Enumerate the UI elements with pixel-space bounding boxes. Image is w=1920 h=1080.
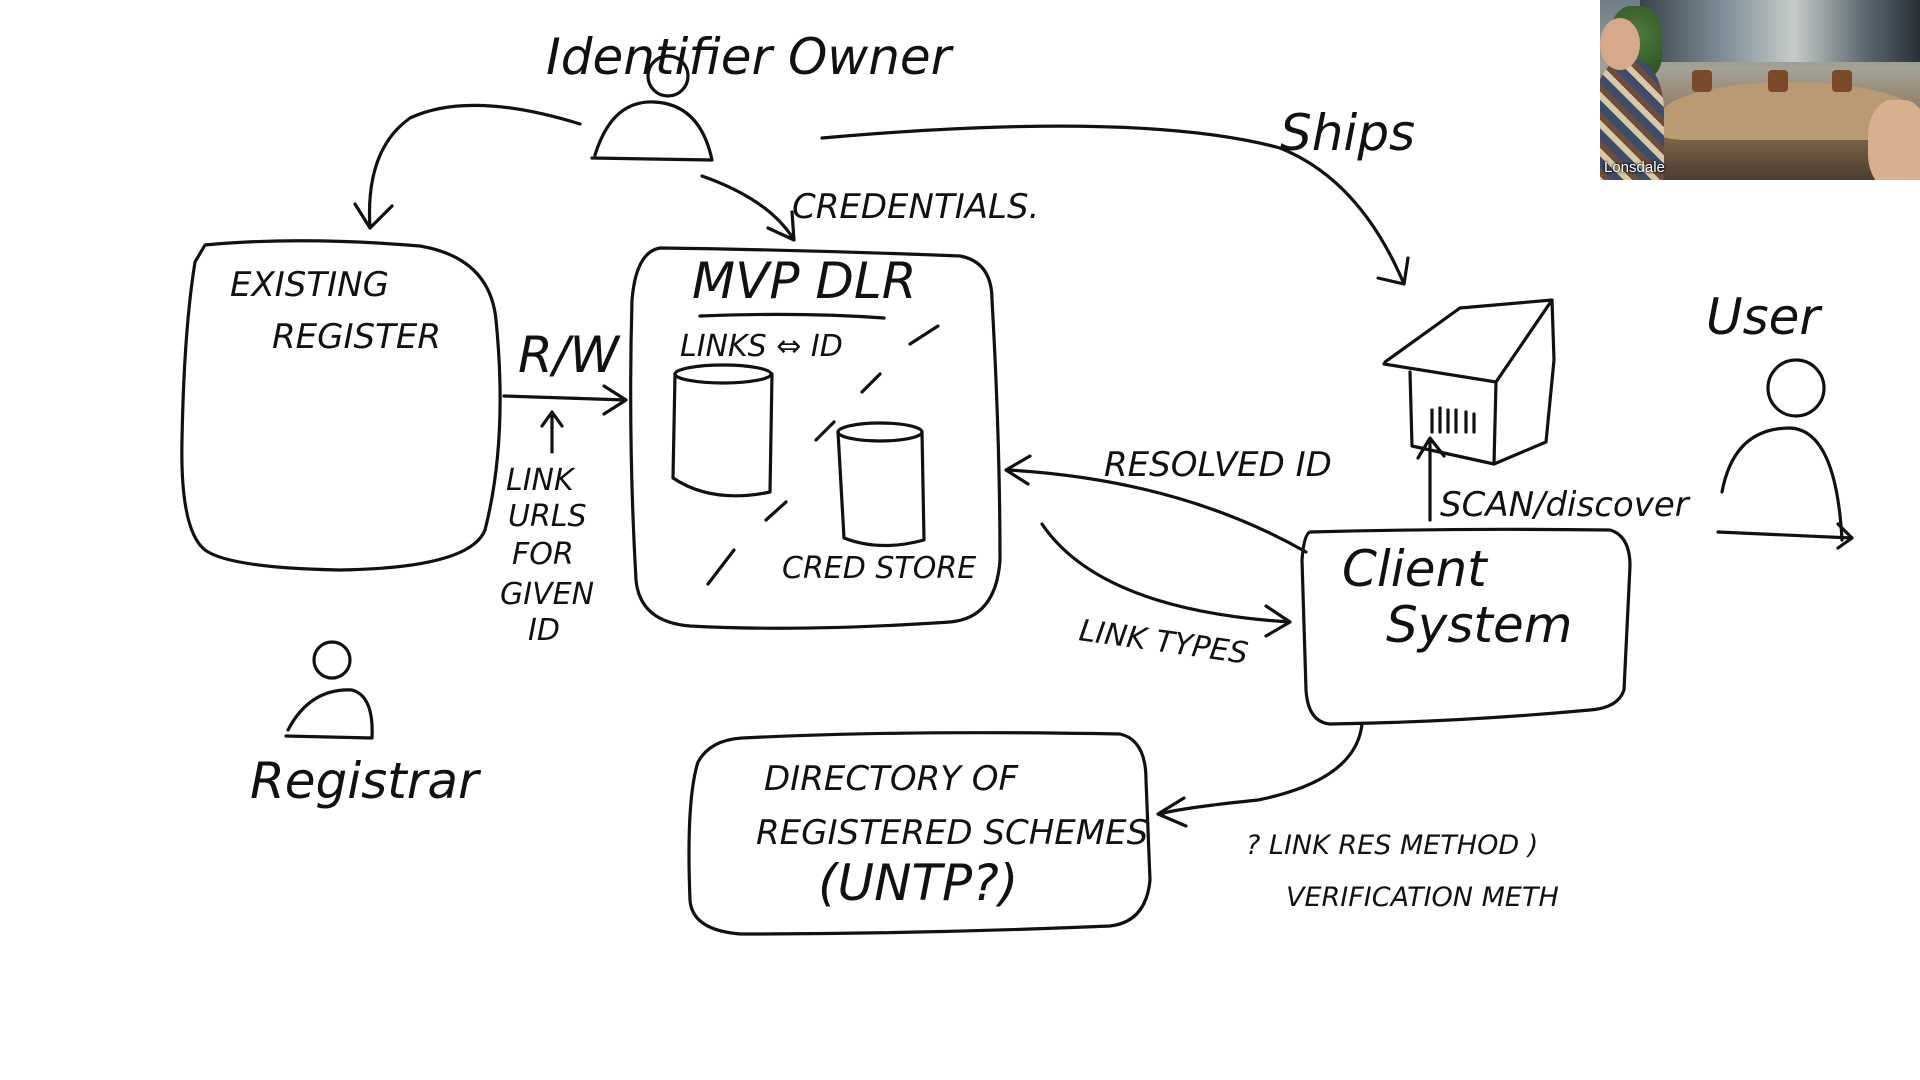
link-urls-up-arrow — [540, 410, 564, 454]
mvp-dlr-box — [629, 246, 1002, 630]
ships-label: Ships — [1280, 104, 1415, 162]
office-windows — [1640, 0, 1920, 62]
registrar-actor — [284, 640, 374, 740]
owner-to-register-arrow — [353, 103, 582, 230]
directory-line3: (UNTP?) — [818, 854, 1018, 912]
chair — [1832, 70, 1852, 92]
notes-line2: VERIFICATION METH — [1286, 882, 1559, 913]
client-to-directory-arrow — [1156, 722, 1364, 828]
cred-store-label: CRED STORE — [782, 551, 976, 586]
user-label: User — [1706, 288, 1823, 346]
directory-box — [687, 731, 1152, 936]
dlr-divider-dashes — [706, 324, 940, 586]
link-urls-line2: URLS — [508, 499, 587, 534]
chair — [1768, 70, 1788, 92]
user-body — [1716, 426, 1854, 550]
participant-person — [1868, 100, 1920, 180]
resolved-id-arrow — [1004, 454, 1308, 554]
client-system-box — [1300, 527, 1632, 726]
identifier-owner-head — [646, 54, 690, 98]
cred-store-database — [836, 421, 926, 548]
link-urls-line1: LINK — [506, 463, 576, 498]
link-types-arrow — [1040, 522, 1292, 638]
package-icon — [1382, 298, 1556, 466]
mvp-dlr-title-underline — [698, 312, 886, 320]
identifier-owner-body — [590, 100, 714, 162]
link-urls-line5: ID — [528, 613, 560, 648]
scan-arrow — [1416, 436, 1446, 522]
identifier-owner-label: Identifier Owner — [546, 28, 955, 86]
ships-arrow — [820, 124, 1410, 286]
credentials-label: CREDENTIALS. — [792, 187, 1039, 227]
link-urls-line4: GIVEN — [500, 577, 594, 612]
link-types-label: LINK TYPES — [1077, 613, 1250, 671]
registrar-head — [312, 640, 352, 680]
existing-register-line1: EXISTING — [230, 265, 389, 305]
client-system-line2: System — [1386, 596, 1572, 654]
directory-line2: REGISTERED SCHEMES — [756, 813, 1148, 853]
user-actor — [1716, 358, 1854, 550]
registrar-body — [284, 688, 374, 740]
barcode-icon — [1430, 406, 1476, 434]
link-urls-line3: FOR — [512, 537, 574, 572]
scan-discover-label: SCAN/discover — [1440, 485, 1691, 525]
identifier-owner-actor — [590, 54, 714, 162]
client-system-line1: Client — [1342, 540, 1489, 598]
user-head — [1766, 358, 1826, 418]
chair — [1692, 70, 1712, 92]
participant-head — [1600, 18, 1640, 70]
rw-arrow — [502, 384, 628, 416]
existing-register-line2: REGISTER — [272, 317, 441, 357]
participant-person — [1600, 60, 1664, 180]
links-label: LINKS ⇔ ID — [680, 329, 843, 364]
registrar-label: Registrar — [250, 752, 482, 810]
mvp-dlr-title: MVP DLR — [692, 252, 917, 310]
rw-label: R/W — [518, 326, 621, 384]
participant-name-label: Lonsdale — [1604, 159, 1665, 176]
resolved-id-label: RESOLVED ID — [1104, 445, 1332, 485]
notes-line1: ? LINK RES METHOD ) — [1246, 830, 1538, 861]
existing-register-box — [180, 239, 502, 572]
participant-video-tile[interactable]: Lonsdale — [1600, 0, 1920, 180]
directory-line1: DIRECTORY OF — [764, 759, 1019, 799]
links-database — [671, 363, 774, 498]
owner-to-dlr-arrow — [700, 174, 796, 242]
